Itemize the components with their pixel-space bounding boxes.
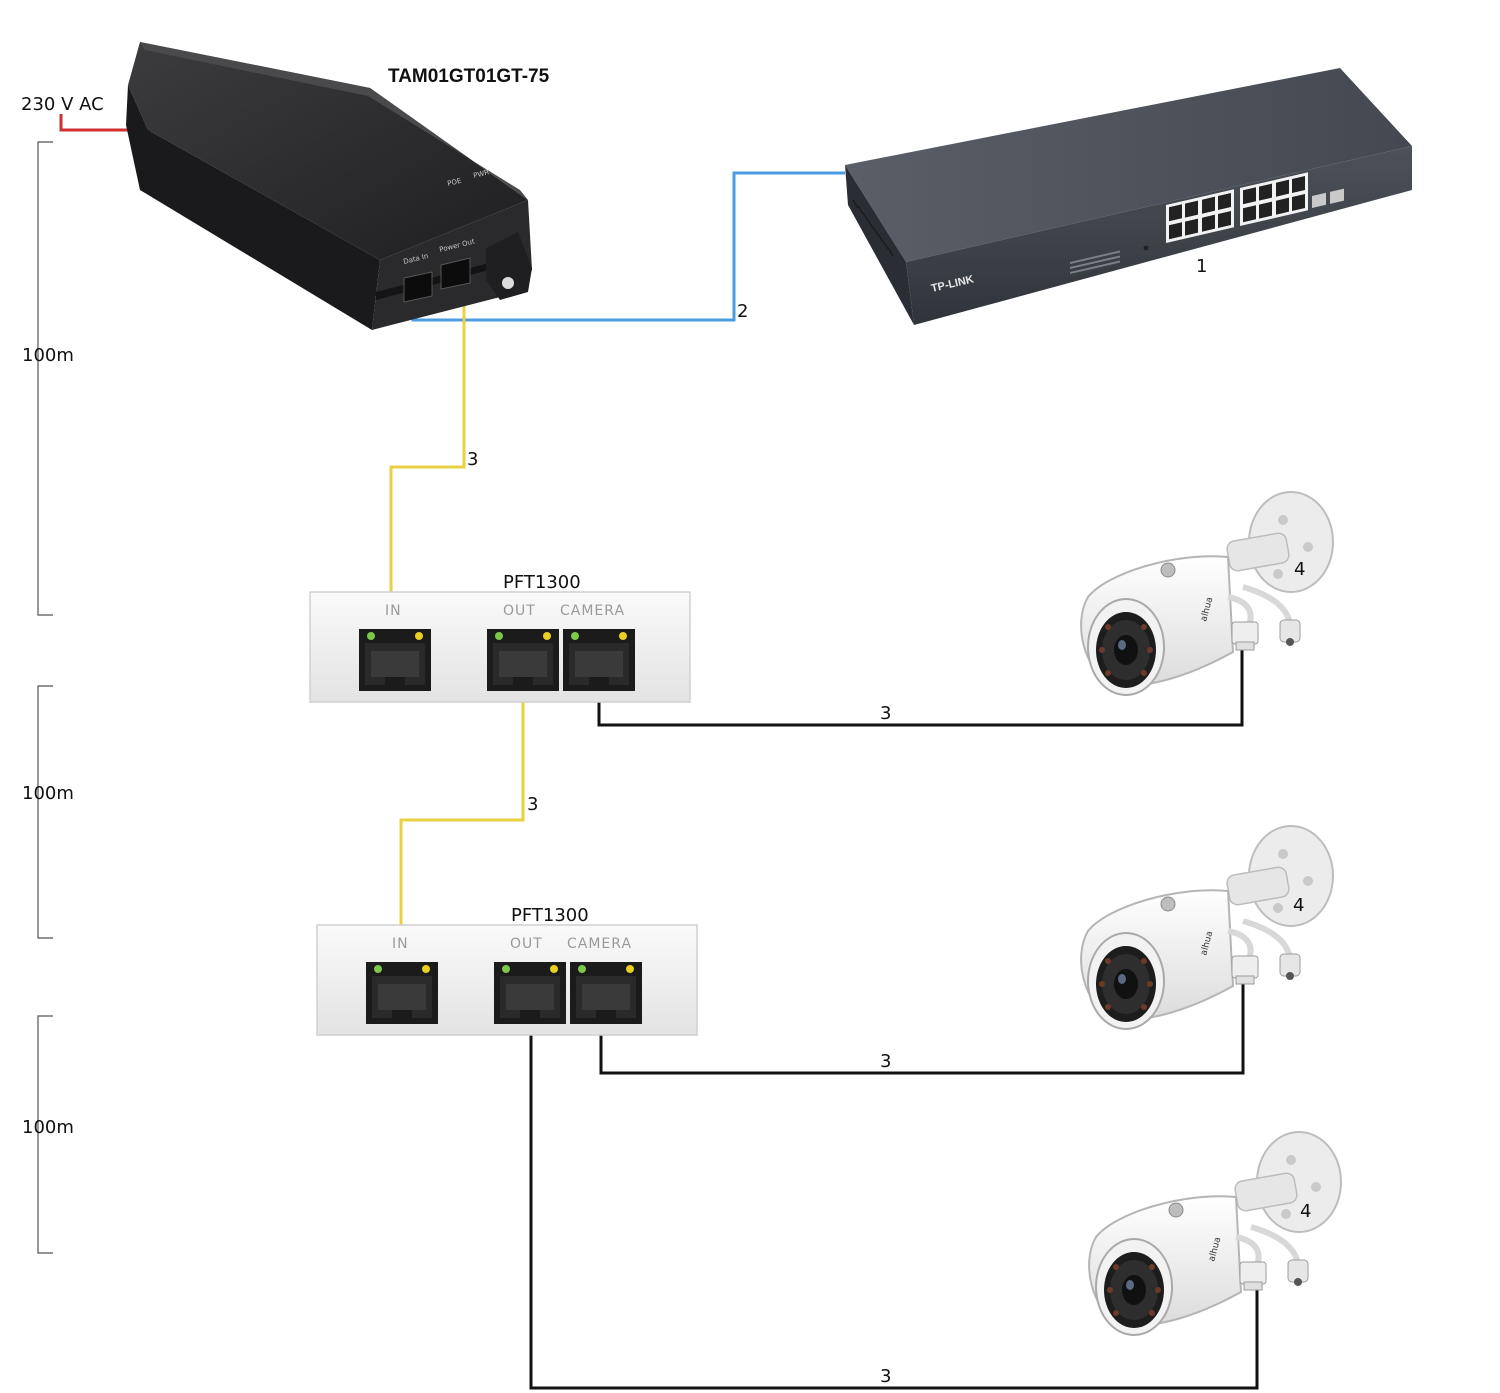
led-label-pwr: PWR: [473, 168, 491, 180]
extender-port-in: [366, 962, 438, 1024]
ip-camera-1: [1081, 492, 1333, 695]
camera-number: 4: [1293, 895, 1304, 916]
extender-port-camera: [563, 629, 635, 691]
port-label-in: IN: [392, 936, 409, 952]
injector-model-label: TAM01GT01GT-75: [388, 66, 550, 87]
extender-model-label: PFT1300: [503, 572, 581, 593]
injector-port-data-in: [403, 271, 433, 303]
camera-number: 4: [1300, 1201, 1311, 1222]
extender-port-out: [494, 962, 566, 1024]
led-label-poe: POE: [447, 177, 463, 188]
distance-bracket-3: 100m: [22, 1015, 74, 1254]
extender-port-camera: [570, 962, 642, 1024]
power-label: 230 V AC: [21, 94, 104, 115]
network-switch: TP-LINK: [845, 68, 1412, 325]
port-label-in: IN: [385, 603, 402, 619]
port-label-camera: CAMERA: [560, 603, 625, 619]
ip-camera-3: [1089, 1132, 1341, 1335]
extender-port-in: [359, 629, 431, 691]
switch-number: 1: [1196, 256, 1207, 277]
cable-number-trunk-1: 3: [467, 449, 478, 470]
port-label-out: OUT: [503, 603, 536, 619]
distance-label: 100m: [22, 1117, 74, 1138]
cable-number-camera-3: 3: [880, 1366, 891, 1387]
distance-label: 100m: [22, 345, 74, 366]
poe-injector: Data In Power Out POE PWR: [126, 42, 532, 330]
port-label-out: OUT: [510, 936, 543, 952]
power-cable: [59, 114, 153, 132]
injector-port-power-out: [440, 257, 471, 290]
camera-cable-3: [529, 1035, 1259, 1390]
port-label-camera: CAMERA: [567, 936, 632, 952]
extender-2: IN OUT CAMERA: [316, 924, 698, 1036]
cable-number-camera-1: 3: [880, 703, 891, 724]
poe-cable-trunk-2: [399, 702, 525, 930]
cable-number-camera-2: 3: [880, 1051, 891, 1072]
extender-port-out: [487, 629, 559, 691]
camera-cable-2: [599, 983, 1245, 1075]
extender-1: IN OUT CAMERA: [309, 591, 691, 703]
poe-cable-trunk-1: [389, 300, 466, 597]
distance-label: 100m: [22, 783, 74, 804]
distance-bracket-2: 100m: [22, 685, 74, 939]
cable-number-switch-link: 2: [737, 301, 748, 322]
extender-model-label: PFT1300: [511, 905, 589, 926]
ip-camera-2: [1081, 826, 1333, 1029]
camera-cable-1: [597, 648, 1244, 727]
cable-number-trunk-2: 3: [527, 794, 538, 815]
camera-number: 4: [1294, 559, 1305, 580]
distance-bracket-1: 100m: [22, 141, 74, 616]
